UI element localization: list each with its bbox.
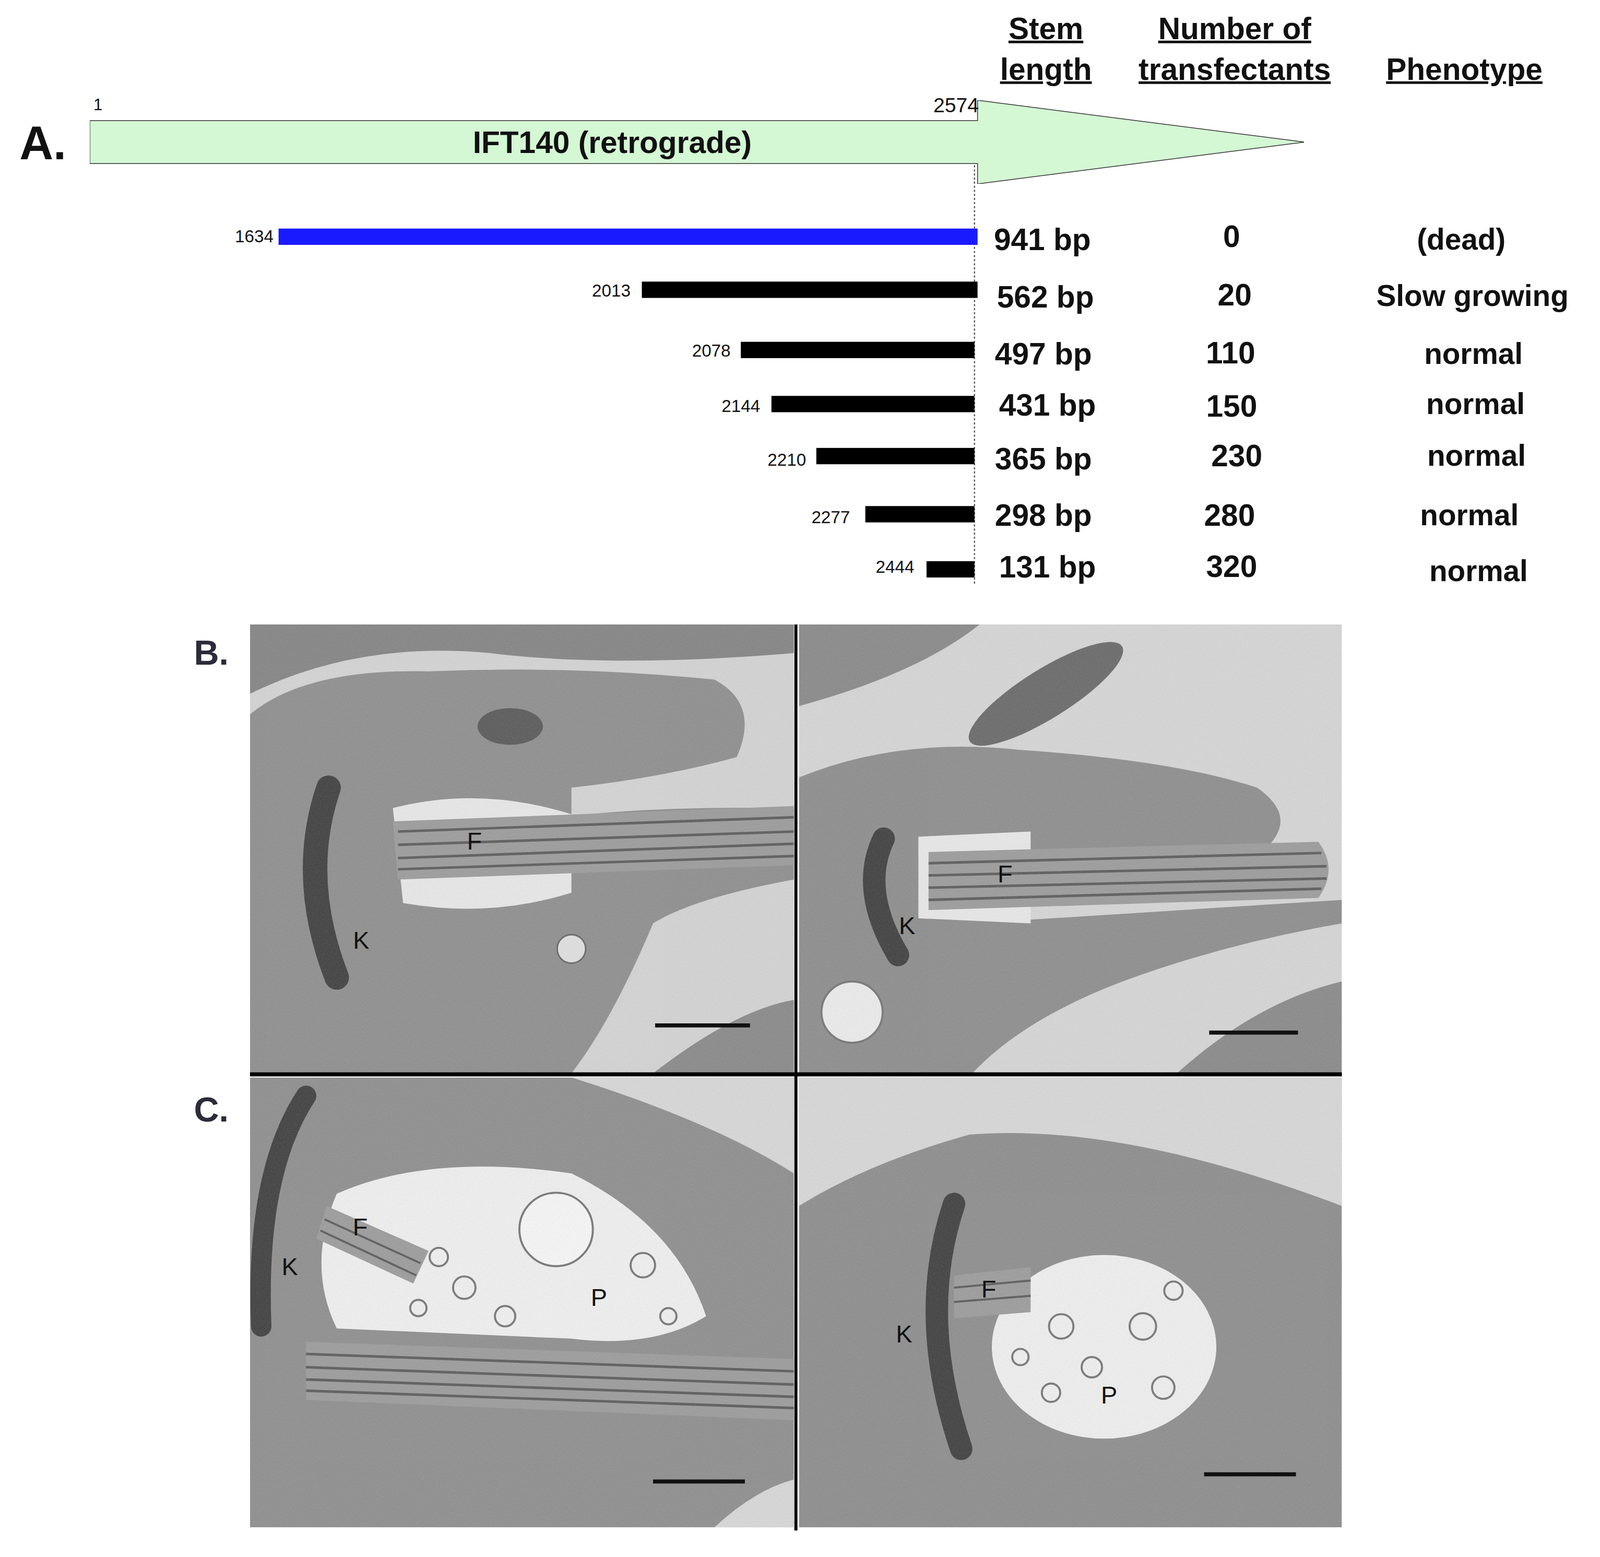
column-header: Stem length	[977, 8, 1116, 90]
construct-bars-part	[926, 561, 975, 578]
structure-label: F	[352, 1213, 369, 1241]
panel-dividers	[250, 624, 1343, 1531]
em-micrograph-part	[250, 1077, 794, 1528]
table-cell: normal	[1426, 387, 1525, 421]
table-cell: 365 bp	[994, 442, 1093, 477]
start-position: 2144	[721, 396, 761, 416]
start-position: 2078	[692, 341, 731, 361]
em-micrograph	[799, 624, 1343, 1074]
panel-letter: B.	[193, 633, 229, 672]
structure-label: F	[467, 827, 483, 856]
table-cell: 230	[1211, 439, 1263, 473]
table-cell: 110	[1205, 336, 1256, 371]
construct-bars-part	[642, 281, 978, 298]
table-cell: 497 bp	[994, 337, 1093, 372]
start-position: 2013	[591, 281, 631, 301]
table-cell: 320	[1205, 549, 1258, 584]
table-cell: 150	[1205, 388, 1258, 423]
gene-name: IFT140 (retrograde)	[472, 124, 752, 160]
construct-bars	[278, 165, 978, 584]
panel-dividers-part	[794, 624, 798, 1531]
structure-label: F	[997, 860, 1013, 888]
em-micrograph	[799, 1077, 1343, 1528]
structure-label: F	[981, 1275, 997, 1303]
arrow-shape	[89, 100, 1305, 184]
start-position: 2277	[811, 507, 850, 527]
table-cell: normal	[1427, 439, 1526, 472]
structure-label: K	[895, 1320, 912, 1348]
start-position: 2210	[767, 450, 807, 470]
construct-bars-part	[771, 395, 975, 412]
em-micrograph-part	[655, 1023, 751, 1028]
structure-label: K	[281, 1253, 298, 1281]
table-cell: 20	[1217, 277, 1252, 312]
em-micrograph	[250, 624, 794, 1074]
construct-bars-part	[865, 505, 975, 523]
start-position: 1634	[234, 227, 274, 247]
structure-label: P	[590, 1284, 608, 1312]
table-cell: 431 bp	[999, 388, 1097, 423]
column-header: Phenotype	[1385, 52, 1543, 87]
panel-letter: C.	[193, 1091, 229, 1130]
start-position: 2444	[875, 557, 915, 577]
gene-arrow: IFT140 (retrograde)	[89, 100, 1305, 184]
construct-bars-part	[816, 447, 975, 465]
em-micrograph-part	[799, 1077, 1343, 1528]
em-micrograph	[250, 1077, 794, 1528]
structure-label: P	[1100, 1381, 1118, 1409]
table-cell: 562 bp	[997, 279, 1095, 314]
construct-bars-part	[278, 228, 978, 245]
table-cell: (dead)	[1416, 223, 1506, 256]
construct-bars-part	[740, 341, 975, 359]
table-cell: 941 bp	[993, 222, 1092, 257]
panel-dividers-part	[250, 1072, 1343, 1077]
table-cell: 131 bp	[999, 550, 1097, 585]
em-micrograph-part	[250, 624, 794, 1074]
position-number: 2574	[933, 93, 979, 117]
structure-label: K	[352, 927, 370, 955]
panel-letter: A.	[19, 116, 67, 169]
table-cell: 298 bp	[994, 498, 1093, 533]
em-micrograph-part	[799, 624, 1343, 1074]
em-micrograph-part	[1204, 1472, 1297, 1477]
position-number: 1	[93, 96, 103, 114]
em-micrograph-part	[799, 624, 1343, 1074]
em-micrograph-part	[653, 1478, 745, 1484]
em-micrograph-part	[1209, 1030, 1298, 1035]
table-cell: normal	[1424, 337, 1523, 371]
table-cell: normal	[1419, 499, 1519, 532]
column-header: Number of transfectants	[1107, 8, 1363, 90]
em-micrograph-part	[250, 624, 794, 1074]
em-micrograph-part	[250, 1077, 794, 1528]
table-cell: 0	[1223, 219, 1241, 254]
table-cell: 280	[1204, 498, 1256, 533]
structure-label: K	[898, 913, 916, 941]
em-micrograph-part	[799, 1077, 1343, 1528]
table-cell: Slow growing	[1376, 279, 1569, 313]
table-cell: normal	[1429, 554, 1528, 588]
